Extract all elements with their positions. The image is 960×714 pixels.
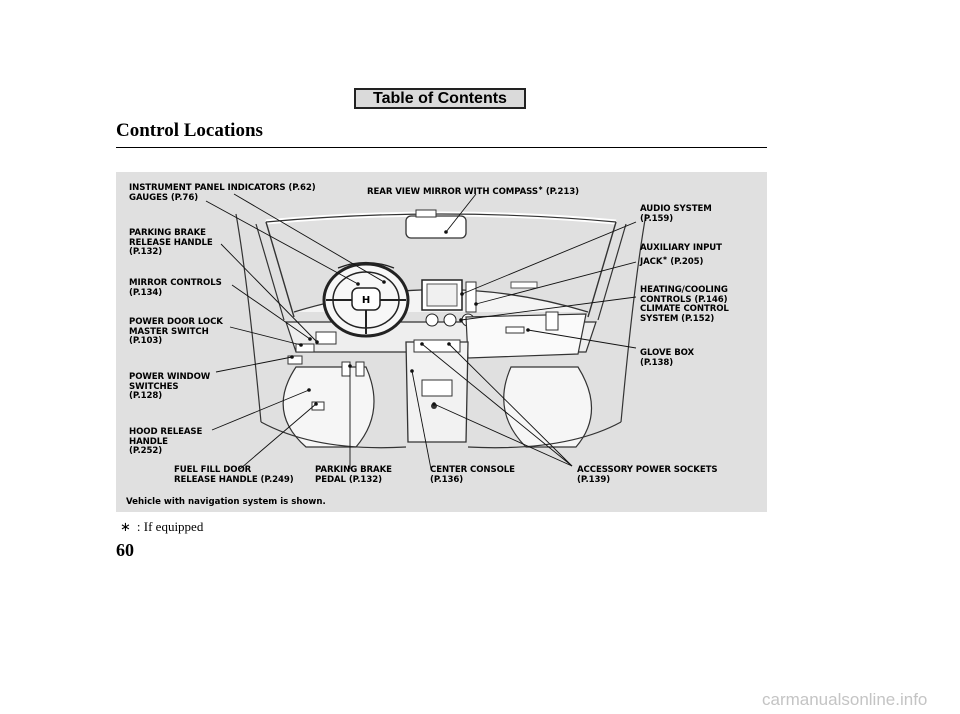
- label-heating-cooling: HEATING/COOLING CONTROLS (P.146) CLIMATE…: [640, 285, 729, 324]
- label-parking-brake-release: PARKING BRAKE RELEASE HANDLE (P.132): [129, 228, 213, 258]
- illustration-note: Vehicle with navigation system is shown.: [126, 497, 326, 507]
- dashboard-illustration: H: [205, 193, 647, 470]
- dashboard-illustration-panel: H: [116, 172, 767, 512]
- label-center-console: CENTER CONSOLE (P.136): [430, 465, 515, 485]
- label-aux-star: ∗: [662, 254, 668, 262]
- label-mirror-page: (P.213): [545, 186, 579, 197]
- label-rear-view-mirror: REAR VIEW MIRROR WITH COMPASS∗ (P.213): [367, 184, 579, 197]
- label-audio-system: AUDIO SYSTEM (P.159): [640, 204, 712, 224]
- page-number: 60: [116, 540, 134, 560]
- svg-text:H: H: [362, 295, 370, 306]
- label-instrument-panel-gauges: INSTRUMENT PANEL INDICATORS (P.62) GAUGE…: [129, 183, 316, 203]
- label-accessory-power-sockets: ACCESSORY POWER SOCKETS (P.139): [577, 465, 718, 485]
- label-glove-box: GLOVE BOX (P.138): [640, 348, 695, 368]
- label-aux-page: (P.205): [667, 256, 704, 267]
- title-divider: [116, 147, 767, 148]
- page-title: Control Locations: [116, 120, 263, 141]
- label-aux-jack: JACK: [640, 256, 663, 267]
- label-aux-line1: AUXILIARY INPUT: [640, 243, 722, 253]
- table-of-contents-button[interactable]: Table of Contents: [354, 88, 526, 109]
- watermark: carmanualsonline.info: [762, 690, 928, 709]
- label-power-window: POWER WINDOW SWITCHES (P.128): [129, 372, 211, 402]
- label-power-door-lock: POWER DOOR LOCK MASTER SWITCH (P.103): [129, 317, 223, 347]
- footnote-text: : If equipped: [136, 519, 204, 534]
- label-fuel-fill-door: FUEL FILL DOOR RELEASE HANDLE (P.249): [174, 465, 294, 485]
- footnote: ∗ : If equipped: [120, 519, 203, 535]
- label-mirror-star: ∗: [537, 185, 543, 192]
- label-parking-brake-pedal: PARKING BRAKE PEDAL (P.132): [315, 465, 392, 485]
- footnote-star: ∗: [120, 519, 131, 534]
- label-auxiliary-input: AUXILIARY INPUT JACK∗ (P.205): [640, 243, 722, 267]
- label-hood-release: HOOD RELEASE HANDLE (P.252): [129, 427, 203, 457]
- label-mirror-text: REAR VIEW MIRROR WITH COMPASS: [367, 186, 538, 197]
- label-mirror-controls: MIRROR CONTROLS (P.134): [129, 278, 222, 298]
